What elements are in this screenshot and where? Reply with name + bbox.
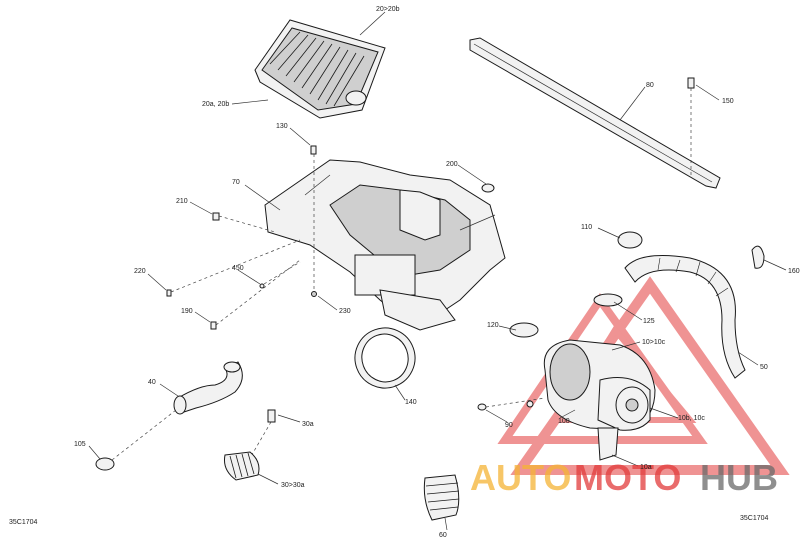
- callout-20a: 20a, 20b: [202, 101, 229, 108]
- bellows-part: [224, 409, 276, 481]
- bolt-part: [687, 77, 695, 178]
- intercooler-part: [254, 19, 386, 119]
- callout-140: 140: [405, 399, 417, 406]
- outlet-bellows-part: [423, 474, 460, 521]
- callout-200: 200: [446, 161, 458, 168]
- hardware-part: [166, 145, 495, 330]
- callout-190: 190: [181, 308, 193, 315]
- callout-40: 40: [148, 379, 156, 386]
- callout-50: 50: [760, 364, 768, 371]
- callout-120: 120: [487, 322, 499, 329]
- leader-lines: [88, 11, 787, 531]
- watermark-word-auto: AUTO: [470, 457, 571, 498]
- hose-part: [617, 231, 765, 379]
- callout-130: 130: [276, 123, 288, 130]
- callout-105: 105: [74, 441, 86, 448]
- callout-110: 110: [581, 224, 592, 231]
- callout-220: 220: [134, 268, 146, 275]
- callout-150: 150: [722, 98, 734, 105]
- clamp-ring-part: [354, 327, 416, 389]
- callout-210: 210: [176, 198, 188, 205]
- callout-60: 60: [439, 532, 447, 539]
- callout-10: 10>10c: [642, 339, 666, 346]
- callout-30a: 30a: [302, 421, 314, 428]
- watermark-word-moto: MOTO: [574, 457, 681, 498]
- hose-clamp-part: [95, 409, 177, 471]
- callout-70: 70: [232, 179, 240, 186]
- callout-125: 125: [643, 318, 655, 325]
- callout-10a: 10a: [640, 464, 652, 471]
- callout-450: 450: [232, 265, 244, 272]
- callout-10b: 10b, 10c: [678, 415, 705, 422]
- air-filter-housing-part: [477, 293, 656, 461]
- watermark-text: AUTO MOTO HUB: [470, 457, 778, 498]
- callout-90: 90: [505, 422, 513, 429]
- callout-30: 30>30a: [281, 482, 305, 489]
- callout-230: 230: [339, 308, 351, 315]
- diagram-code-left: 35C1704: [9, 519, 38, 526]
- inlet-hose-part: [173, 361, 243, 415]
- callout-20: 20>20b: [376, 6, 400, 13]
- airbox-tray-part: [264, 159, 506, 331]
- watermark-word-hub: HUB: [700, 457, 778, 498]
- diagram-code-right: 35C1704: [740, 515, 769, 522]
- callout-160: 160: [788, 268, 800, 275]
- callout-labels: 20>20b 20a, 20b 80 150 130 70 200 210 22…: [74, 6, 800, 539]
- callout-80: 80: [646, 82, 654, 89]
- callout-100: 100: [558, 418, 570, 425]
- mounting-rail-part: [469, 37, 721, 189]
